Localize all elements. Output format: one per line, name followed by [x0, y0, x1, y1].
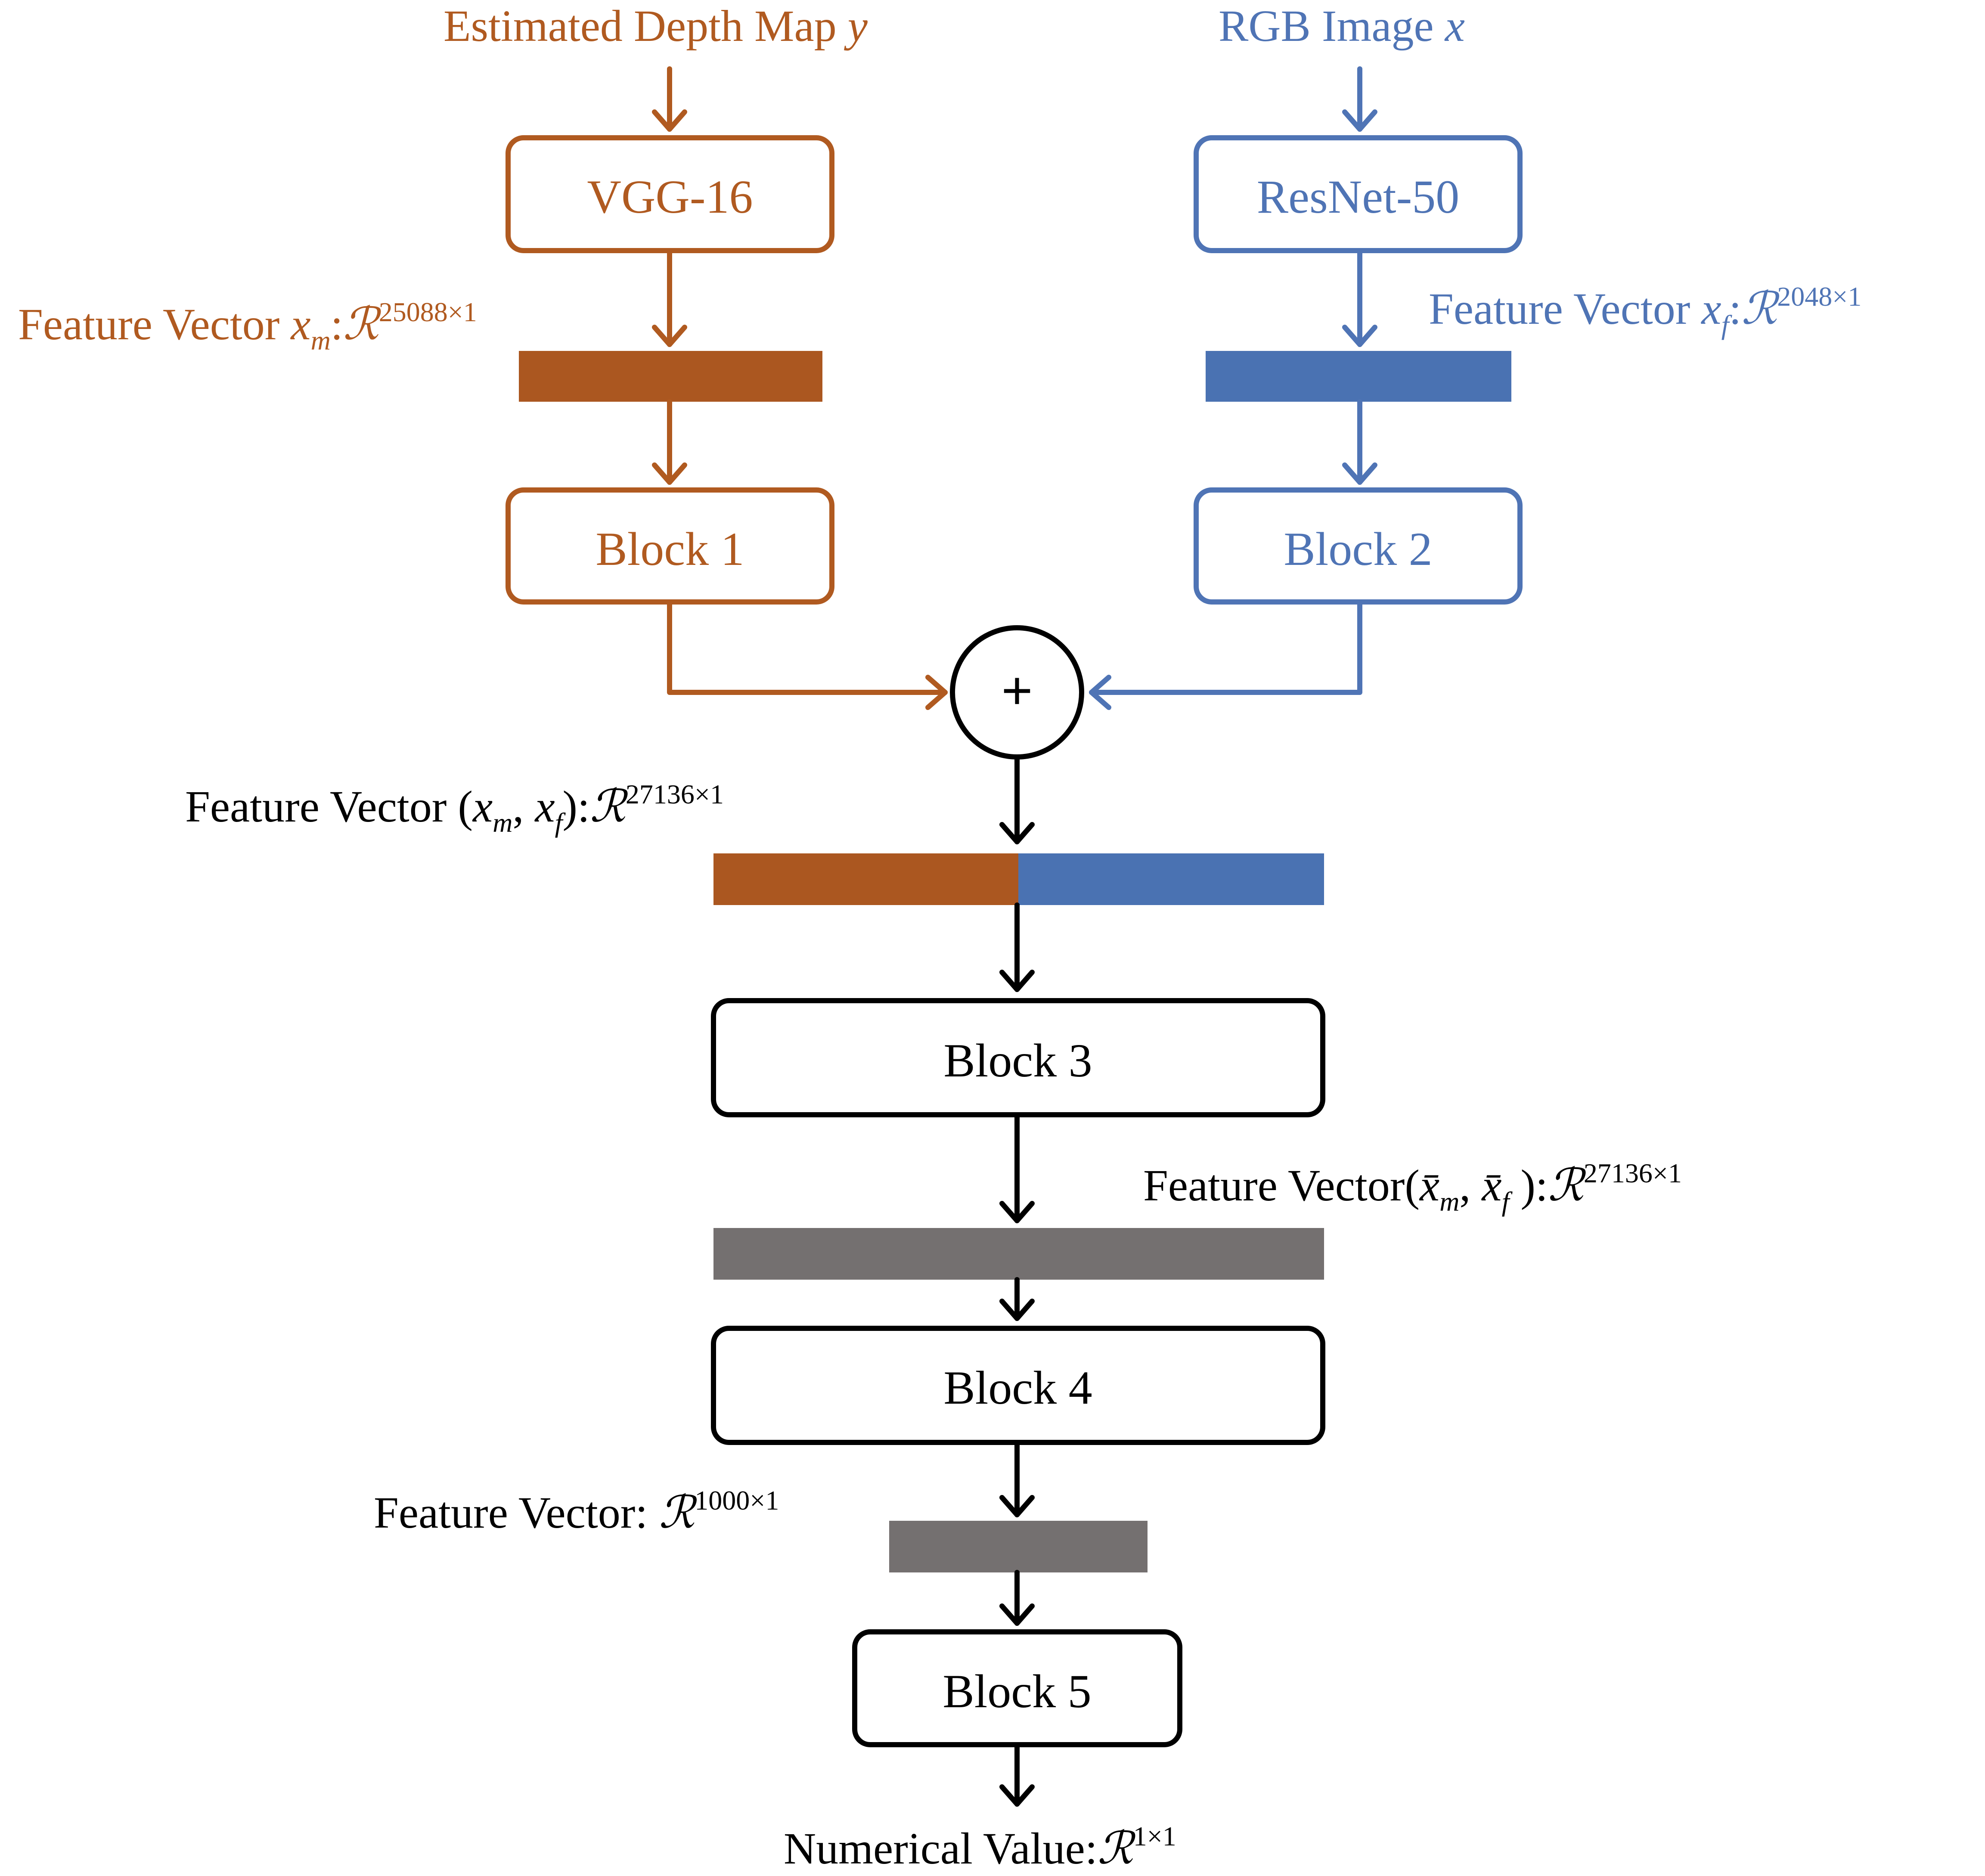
concat-node: + [950, 625, 1084, 760]
output-label: Numerical Value:ℛ1×1 [784, 1821, 1176, 1873]
arrow-feature-to-block2 [1342, 399, 1377, 485]
arrow-block3-to-feature [999, 1112, 1035, 1223]
merged-trunk: Feature Vector (xm, xf):ℛ27136×1 Block 3… [185, 754, 1682, 1873]
fv-concat-label: Feature Vector (xm, xf):ℛ27136×1 [185, 779, 724, 838]
block4-feature-bar [889, 1521, 1148, 1572]
block3-label: Block 3 [943, 1034, 1092, 1087]
arrow-feature-to-block3 [999, 902, 1035, 992]
fv-rgb-label: Feature Vector xf:ℛ2048×1 [1429, 281, 1861, 340]
block4-label: Block 4 [943, 1361, 1092, 1414]
arrow-feature-to-block5 [999, 1570, 1035, 1626]
arrow-feature-to-block4 [999, 1277, 1035, 1321]
block3-feature-bar [713, 1228, 1324, 1280]
rgb-branch: RGB Image x ResNet-50 Feature Vector xf:… [1089, 1, 1861, 710]
arrow-block1-to-concat [667, 599, 948, 710]
arrow-resnet-to-feature [1342, 248, 1377, 347]
fv-depth-label: Feature Vector xm:ℛ25088×1 [18, 297, 477, 356]
arrow-concat-to-feature [999, 754, 1035, 844]
plus-icon: + [1001, 660, 1033, 722]
arrow-block4-to-feature [999, 1440, 1035, 1517]
arrow-rgb-to-resnet [1342, 66, 1377, 132]
fv-block4-label: Feature Vector: ℛ1000×1 [374, 1485, 779, 1538]
depth-input-label: Estimated Depth Map y [444, 1, 868, 51]
concat-bar-depth-part [713, 853, 1019, 905]
arrow-block2-to-concat [1089, 599, 1362, 710]
arrow-vgg-to-feature [652, 248, 687, 347]
concat-bar-rgb-part [1018, 853, 1324, 905]
rgb-input-label: RGB Image x [1219, 1, 1465, 51]
arrow-block5-to-output [999, 1742, 1035, 1807]
depth-branch: Estimated Depth Map y VGG-16 Feature Vec… [18, 1, 948, 710]
arrow-feature-to-block1 [652, 399, 687, 485]
resnet50-label: ResNet-50 [1257, 171, 1459, 223]
rgb-feature-bar [1206, 351, 1511, 402]
arrow-depth-to-vgg [652, 66, 687, 132]
block1-label: Block 1 [596, 523, 744, 575]
block2-label: Block 2 [1284, 523, 1432, 575]
block5-label: Block 5 [943, 1665, 1091, 1718]
fv-block3-label: Feature Vector(x̄m, x̄f ):ℛ27136×1 [1143, 1158, 1682, 1217]
vgg16-label: VGG-16 [587, 171, 753, 223]
depth-feature-bar [519, 351, 822, 402]
